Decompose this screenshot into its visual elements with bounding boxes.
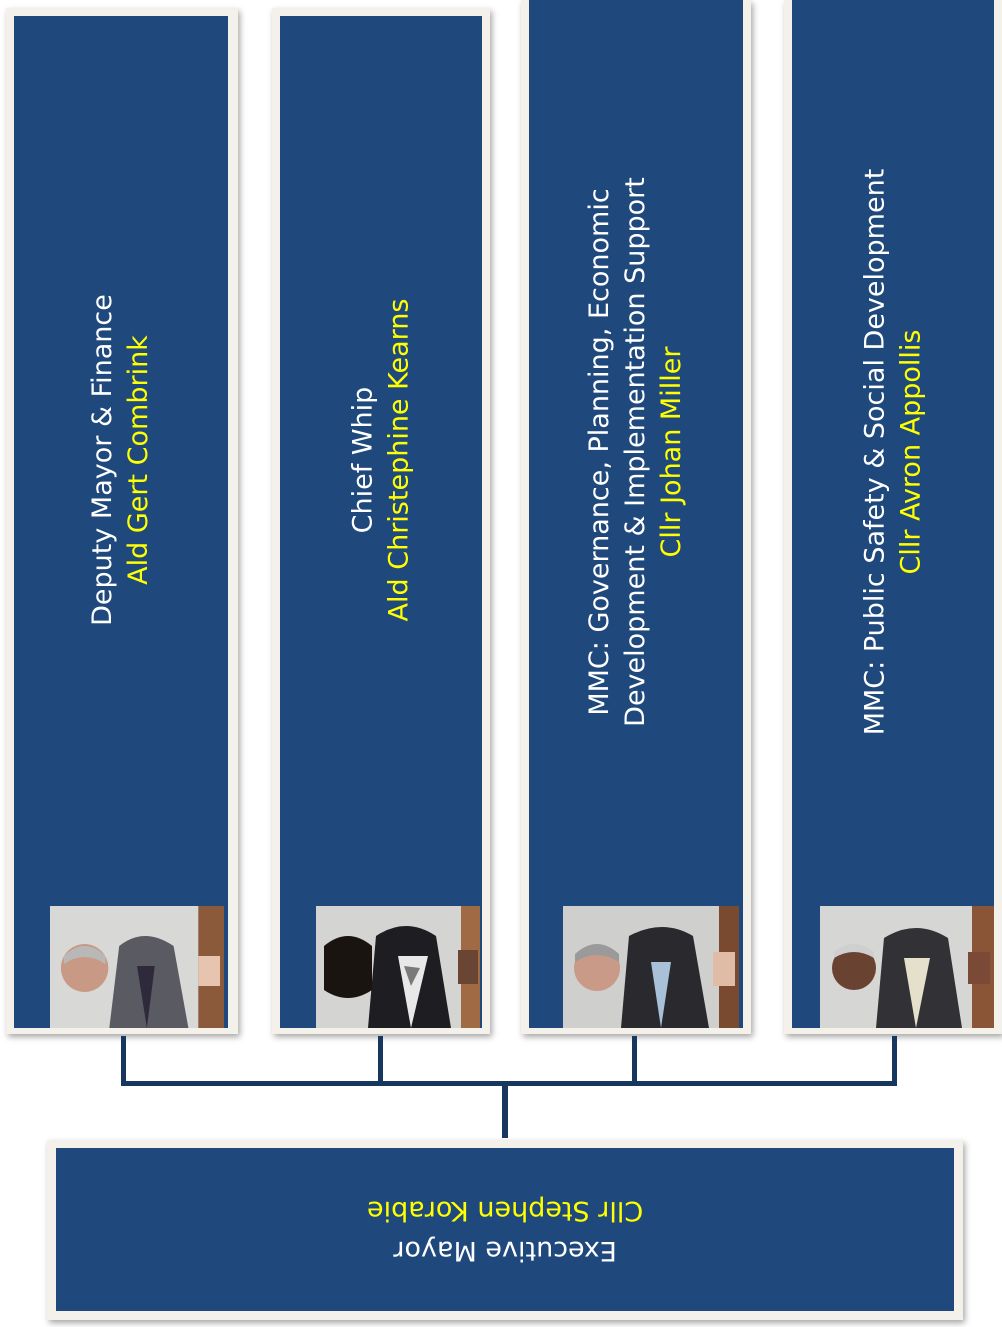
member-name: Cllr Johan Miller: [656, 346, 688, 557]
member-name: Ald Christephine Kearns: [383, 298, 414, 621]
connector-line-horizontal: [121, 1081, 897, 1086]
mayor-title: Executive Mayor: [393, 1234, 617, 1266]
member-name: Cllr Avron Appollis: [895, 329, 926, 574]
connector-line-drop-1: [121, 1036, 126, 1086]
member-panel-mmc-public-safety: MMC: Public Safety & Social Development …: [792, 0, 994, 1028]
member-title: MMC: Public Safety & Social Development: [859, 168, 890, 735]
member-panel-chief-whip: Chief Whip Ald Christephine Kearns: [280, 16, 482, 1028]
portrait-photo: [50, 906, 224, 1028]
mayor-name: Cllr Stephen Korabie: [366, 1194, 644, 1226]
portrait-photo: [563, 906, 739, 1028]
member-name: Ald Gert Combrink: [123, 334, 155, 585]
connector-line-drop-3: [632, 1036, 637, 1086]
member-title-line-1: MMC: Governance, Planning, Economic: [584, 187, 616, 716]
connector-line-drop-4: [892, 1036, 897, 1086]
member-title: Deputy Mayor & Finance: [87, 293, 119, 626]
connector-line-drop-2: [378, 1036, 383, 1086]
portrait-photo: [316, 906, 480, 1028]
member-panel-mmc-governance: MMC: Governance, Planning, Economic Deve…: [529, 0, 743, 1028]
mayor-panel: Executive Mayor Cllr Stephen Korabie: [56, 1148, 954, 1311]
connector-line-trunk: [502, 1086, 508, 1138]
member-panel-deputy-mayor: Deputy Mayor & Finance Ald Gert Combrink: [14, 16, 228, 1028]
member-title: Chief Whip: [347, 386, 378, 533]
portrait-photo: [820, 906, 994, 1028]
member-title-line-2: Development & Implementation Support: [620, 176, 652, 727]
